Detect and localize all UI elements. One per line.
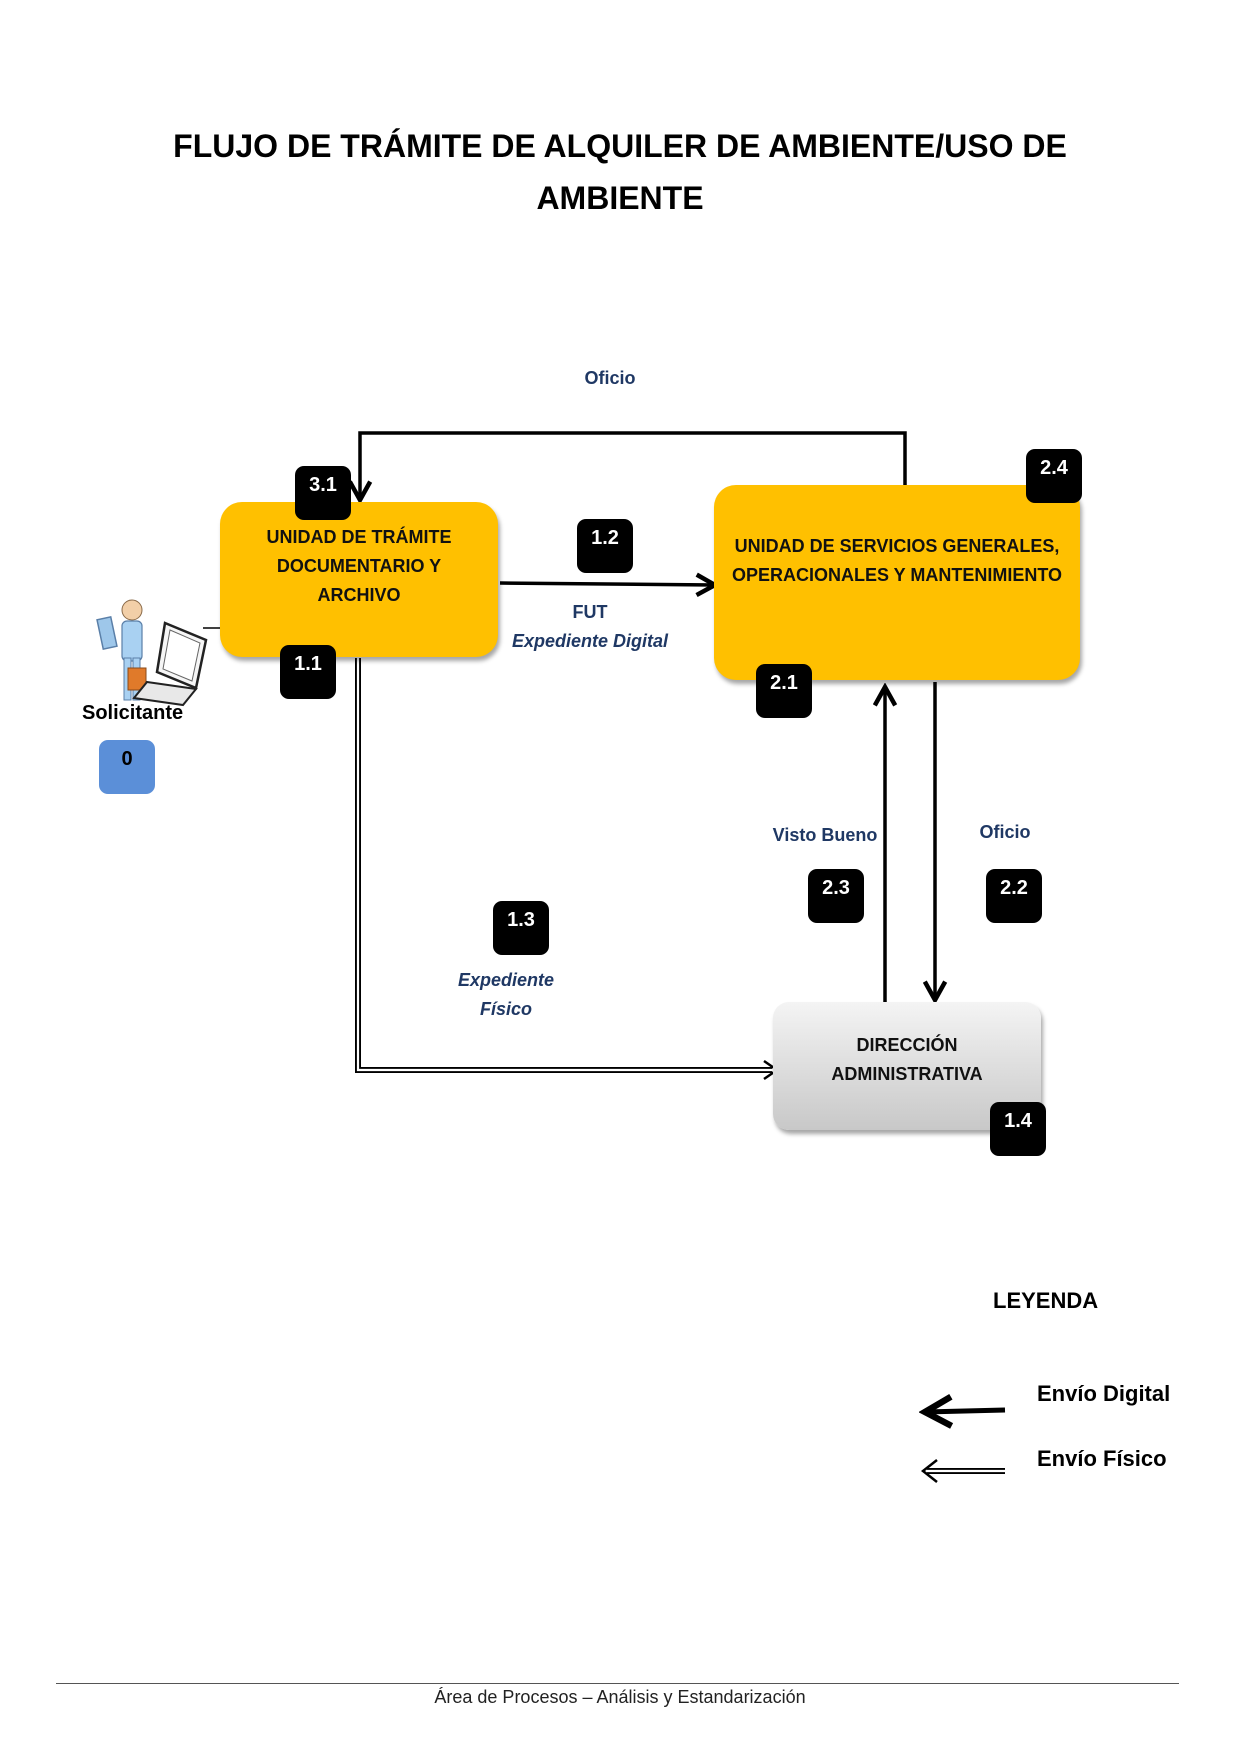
title-line-1: FLUJO DE TRÁMITE DE ALQUILER DE AMBIENTE… [173, 128, 1067, 164]
node-utda-label: UNIDAD DE TRÁMITE DOCUMENTARIO Y ARCHIVO [266, 527, 452, 605]
arrow-fut-digital [499, 583, 715, 585]
node-da-label: DIRECCIÓN ADMINISTRATIVA [831, 1035, 983, 1084]
step-badge-2-3: 2.3 [808, 869, 864, 923]
step-badge-2-4: 2.4 [1026, 449, 1082, 503]
label-oficio-top: Oficio [584, 368, 636, 388]
legend-title: LEYENDA [993, 1288, 1099, 1313]
legend-digital-label: Envío Digital [1037, 1381, 1171, 1406]
arrow-oficio-top [360, 431, 907, 500]
footer-divider [56, 1683, 1179, 1684]
label-expediente-fisico-1: Expediente [457, 970, 555, 990]
step-badge-3-1: 3.1 [295, 466, 351, 520]
label-expediente-fisico-2: Físico [479, 999, 532, 1019]
legend-fisico-arrow-head [920, 1459, 938, 1483]
step-badge-1-3: 1.3 [493, 901, 549, 955]
label-expediente-digital: Expediente Digital [511, 631, 669, 651]
legend-fisico-label: Envío Físico [1037, 1446, 1167, 1471]
footer-text: Área de Procesos – Análisis y Estandariz… [434, 1687, 806, 1707]
arrow-exp-fisico-inner [356, 658, 772, 1072]
step-badge-1-4: 1.4 [990, 1102, 1046, 1156]
label-visto-bueno: Visto Bueno [772, 825, 878, 845]
label-oficio-right: Oficio [979, 822, 1031, 842]
legend-digital-arrow [925, 1410, 1006, 1412]
solicitante-icon [96, 599, 208, 707]
node-unidad-servicios-generales: UNIDAD DE SERVICIOS GENERALES, OPERACION… [714, 485, 1080, 680]
step-badge-0: 0 [99, 740, 155, 794]
node-usgom-label: UNIDAD DE SERVICIOS GENERALES, OPERACION… [731, 535, 1063, 585]
page-title: FLUJO DE TRÁMITE DE ALQUILER DE AMBIENTE… [120, 120, 1120, 224]
solicitante-label: Solicitante [82, 702, 184, 724]
node-unidad-tramite-documentario: UNIDAD DE TRÁMITE DOCUMENTARIO Y ARCHIVO [220, 502, 498, 657]
step-badge-2-1: 2.1 [756, 664, 812, 718]
label-fut: FUT [572, 602, 608, 622]
step-badge-2-2: 2.2 [986, 869, 1042, 923]
step-badge-1-1: 1.1 [280, 645, 336, 699]
title-line-2: AMBIENTE [536, 180, 704, 216]
step-badge-1-2: 1.2 [577, 519, 633, 573]
